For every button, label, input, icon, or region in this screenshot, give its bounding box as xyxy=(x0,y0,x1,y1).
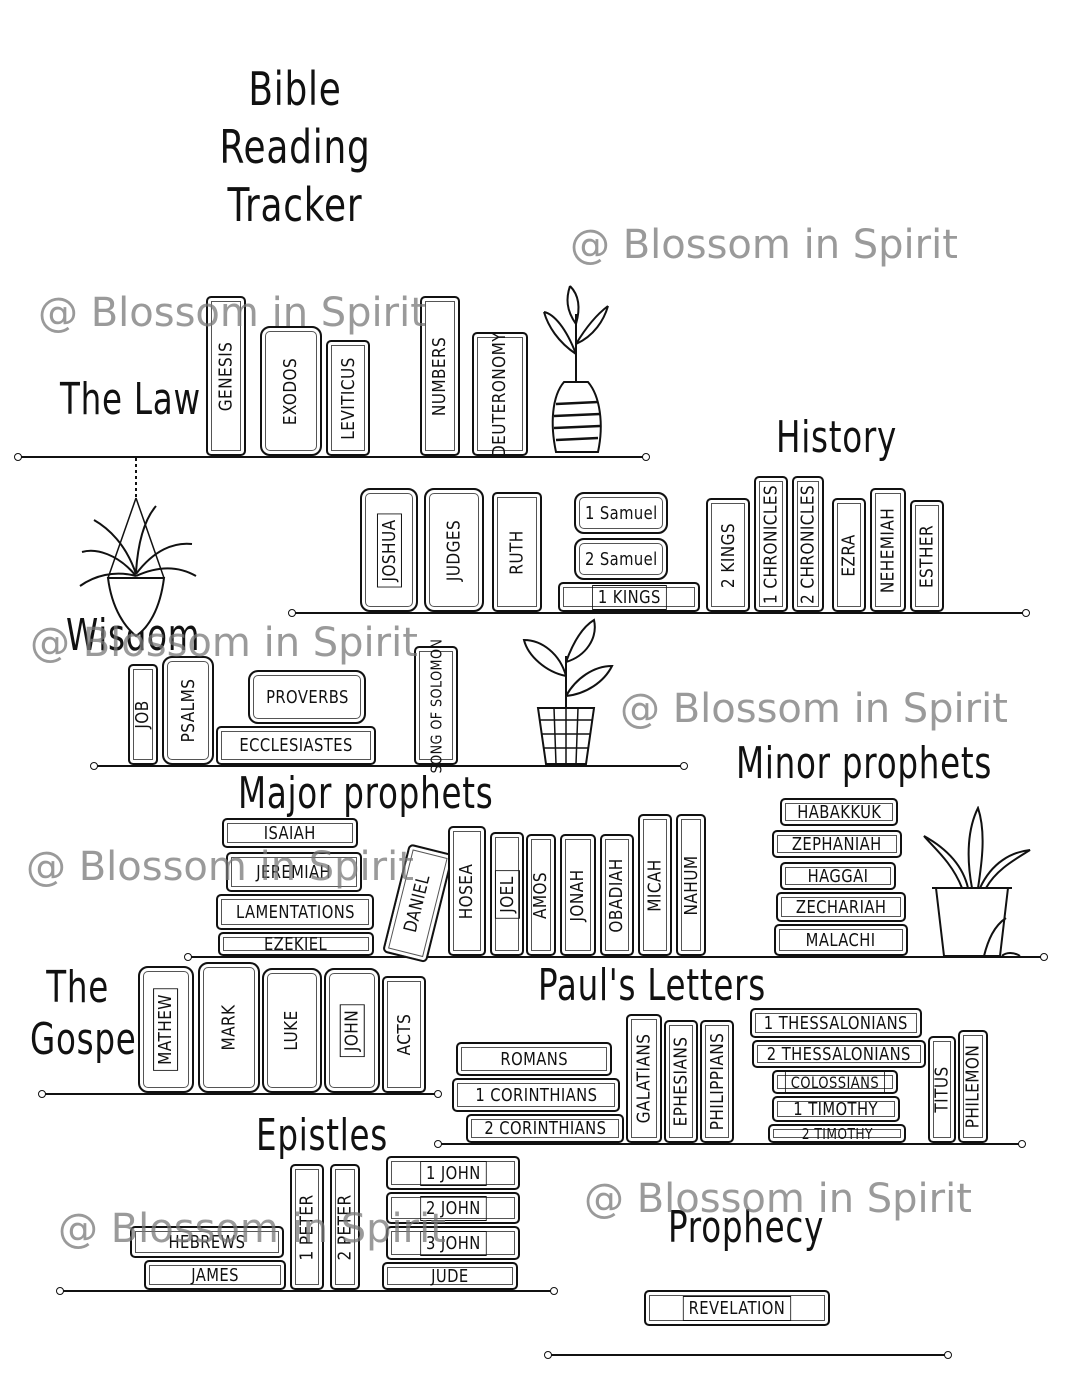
category-major-prophets: Major prophets xyxy=(238,768,494,819)
book-philemon[interactable]: Philemon xyxy=(958,1030,988,1143)
book-micah[interactable]: Micah xyxy=(638,814,672,956)
shelf-gospels xyxy=(38,1090,442,1098)
book-habakkuk[interactable]: Habakkuk xyxy=(780,798,898,826)
title-line-2: Tracker xyxy=(227,178,363,232)
watermark: @ Blossom in Spirit xyxy=(570,222,958,268)
gospels-line-1: The xyxy=(46,962,110,1013)
watermark: @ Blossom in Spirit xyxy=(620,686,1008,732)
shelf-history xyxy=(288,609,1030,617)
book-2-peter[interactable]: 2 Peter xyxy=(330,1164,360,1290)
book-numbers[interactable]: Numbers xyxy=(420,296,460,456)
book-song-of-solomon[interactable]: Song of Solomon xyxy=(414,638,458,773)
book-jeremiah[interactable]: Jeremiah xyxy=(226,852,362,892)
book-2-john[interactable]: 2 John xyxy=(386,1192,520,1224)
book-nehemiah[interactable]: Nehemiah xyxy=(870,488,906,612)
book-1-kings[interactable]: 1 Kings xyxy=(558,582,700,612)
shelf-epistles xyxy=(56,1287,558,1295)
book-romans[interactable]: Romans xyxy=(456,1042,612,1076)
book-2-samuel[interactable]: 2 Samuel xyxy=(574,538,668,580)
book-2-timothy[interactable]: 2 Timothy xyxy=(768,1124,906,1143)
book-1-corinthians[interactable]: 1 Corinthians xyxy=(452,1078,620,1112)
book-job[interactable]: Job xyxy=(128,664,158,765)
book-james[interactable]: James xyxy=(144,1260,286,1290)
book-malachi[interactable]: Malachi xyxy=(774,924,908,956)
shelf-the-law xyxy=(14,453,650,461)
book-1-peter[interactable]: 1 Peter xyxy=(290,1164,324,1290)
shelf-wisdom xyxy=(90,762,688,770)
book-jonah[interactable]: Jonah xyxy=(560,834,596,956)
book-jude[interactable]: Jude xyxy=(382,1262,518,1290)
book-revelation[interactable]: Revelation xyxy=(644,1290,830,1326)
vase-plant-icon xyxy=(543,285,609,453)
shelf-pauls-letters xyxy=(434,1140,1026,1148)
book-hosea[interactable]: Hosea xyxy=(448,826,486,956)
book-galatians[interactable]: Galatians xyxy=(626,1014,662,1143)
book-2-kings[interactable]: 2 Kings xyxy=(706,498,750,612)
book-philippians[interactable]: Philippians xyxy=(700,1020,734,1143)
book-2-corinthians[interactable]: 2 Corinthians xyxy=(466,1114,624,1143)
shelf-prophecy xyxy=(544,1351,952,1359)
book-esther[interactable]: Esther xyxy=(910,500,944,612)
potted-snake-plant-icon xyxy=(923,806,1031,957)
book-colossians[interactable]: Colossians xyxy=(772,1070,898,1094)
book-titus[interactable]: Titus xyxy=(928,1036,956,1143)
book-ephesians[interactable]: Ephesians xyxy=(664,1020,698,1143)
book-zechariah[interactable]: Zechariah xyxy=(776,892,906,922)
book-genesis[interactable]: Genesis xyxy=(206,296,246,456)
book-isaiah[interactable]: Isaiah xyxy=(222,818,358,848)
book-ecclesiastes[interactable]: Ecclesiastes xyxy=(216,726,376,765)
book-daniel[interactable]: Daniel xyxy=(382,843,454,964)
book-judges[interactable]: Judges xyxy=(424,488,484,612)
book-haggai[interactable]: Haggai xyxy=(780,862,896,890)
hanging-plant-icon xyxy=(79,458,197,638)
book-mathew[interactable]: Mathew xyxy=(138,966,194,1093)
book-hebrews[interactable]: Hebrews xyxy=(130,1226,284,1258)
book-exodos[interactable]: Exodos xyxy=(260,326,322,456)
category-minor-prophets: Minor prophets xyxy=(736,738,993,789)
title-line-1: Bible Reading xyxy=(219,62,371,174)
book-1-chronicles[interactable]: 1 Chronicles xyxy=(754,476,788,612)
book-mark[interactable]: Mark xyxy=(198,962,260,1093)
book-3-john[interactable]: 3 John xyxy=(386,1226,520,1260)
category-the-law: The Law xyxy=(60,374,201,425)
book-ezekiel[interactable]: Ezekiel xyxy=(218,932,374,956)
book-joel[interactable]: Joel xyxy=(490,832,524,956)
book-1-john[interactable]: 1 John xyxy=(386,1156,520,1190)
category-pauls-letters: Paul's Letters xyxy=(538,960,766,1011)
book-ruth[interactable]: Ruth xyxy=(492,492,542,612)
book-luke[interactable]: Luke xyxy=(262,968,322,1093)
book-zephaniah[interactable]: Zephaniah xyxy=(772,830,902,858)
book-lamentations[interactable]: Lamentations xyxy=(216,894,374,930)
book-2-thessalonians[interactable]: 2 Thessalonians xyxy=(752,1040,926,1068)
book-2-chronicles[interactable]: 2 Chronicles xyxy=(792,476,824,612)
shelf-prophets xyxy=(184,953,1048,961)
book-ezra[interactable]: Ezra xyxy=(832,498,866,612)
book-1-timothy[interactable]: 1 Timothy xyxy=(772,1096,900,1122)
book-deuteronomy[interactable]: Deuteronomy xyxy=(472,331,528,457)
book-john[interactable]: John xyxy=(324,968,380,1093)
category-prophecy: Prophecy xyxy=(668,1202,825,1253)
page-title: Bible Reading Tracker xyxy=(182,60,408,234)
book-proverbs[interactable]: Proverbs xyxy=(248,670,366,724)
book-psalms[interactable]: Psalms xyxy=(162,656,214,765)
book-nahum[interactable]: Nahum xyxy=(676,814,706,956)
basket-plant-icon xyxy=(522,618,614,765)
book-acts[interactable]: Acts xyxy=(382,976,426,1093)
book-joshua[interactable]: Joshua xyxy=(360,488,418,612)
book-obadiah[interactable]: Obadiah xyxy=(600,834,634,956)
book-1-thessalonians[interactable]: 1 Thessalonians xyxy=(750,1008,922,1038)
book-amos[interactable]: Amos xyxy=(526,834,556,956)
category-epistles: Epistles xyxy=(256,1110,388,1161)
book-1-samuel[interactable]: 1 Samuel xyxy=(574,492,668,534)
category-history: History xyxy=(776,412,898,463)
book-leviticus[interactable]: Leviticus xyxy=(326,340,370,456)
